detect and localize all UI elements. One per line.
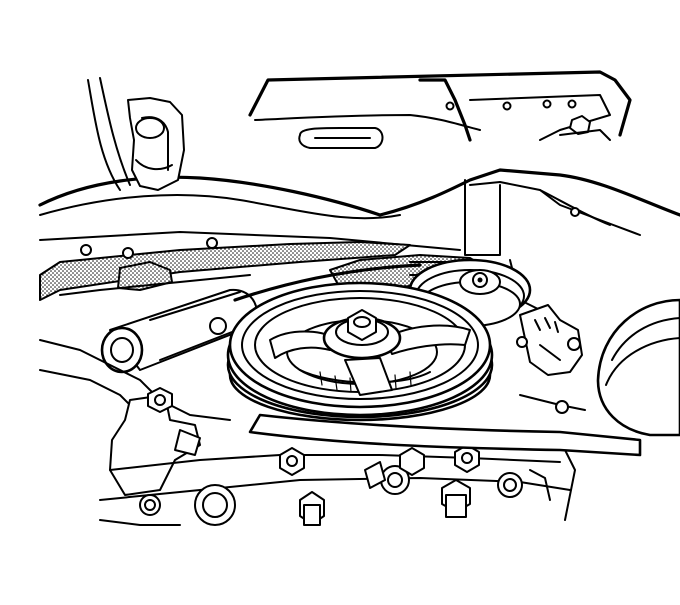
engine-block-right xyxy=(364,394,586,501)
radiator-hose xyxy=(127,97,185,191)
strut-bar xyxy=(39,231,461,301)
bolt-7 xyxy=(139,494,161,516)
bolt-8 xyxy=(194,484,236,526)
bolt-9 xyxy=(399,447,425,476)
engine-block-left xyxy=(39,339,231,496)
upper-body-panel xyxy=(248,70,632,149)
drive-belt xyxy=(233,263,642,457)
bolt-4 xyxy=(441,479,471,518)
bolt-5 xyxy=(380,465,410,495)
right-pulley xyxy=(596,298,680,437)
bolt-3 xyxy=(299,491,325,526)
bolt-1 xyxy=(279,447,305,476)
bolt-6 xyxy=(497,472,523,498)
main-pulley xyxy=(226,281,494,422)
lower-bolts xyxy=(139,444,523,526)
alternator-connector xyxy=(516,304,583,376)
